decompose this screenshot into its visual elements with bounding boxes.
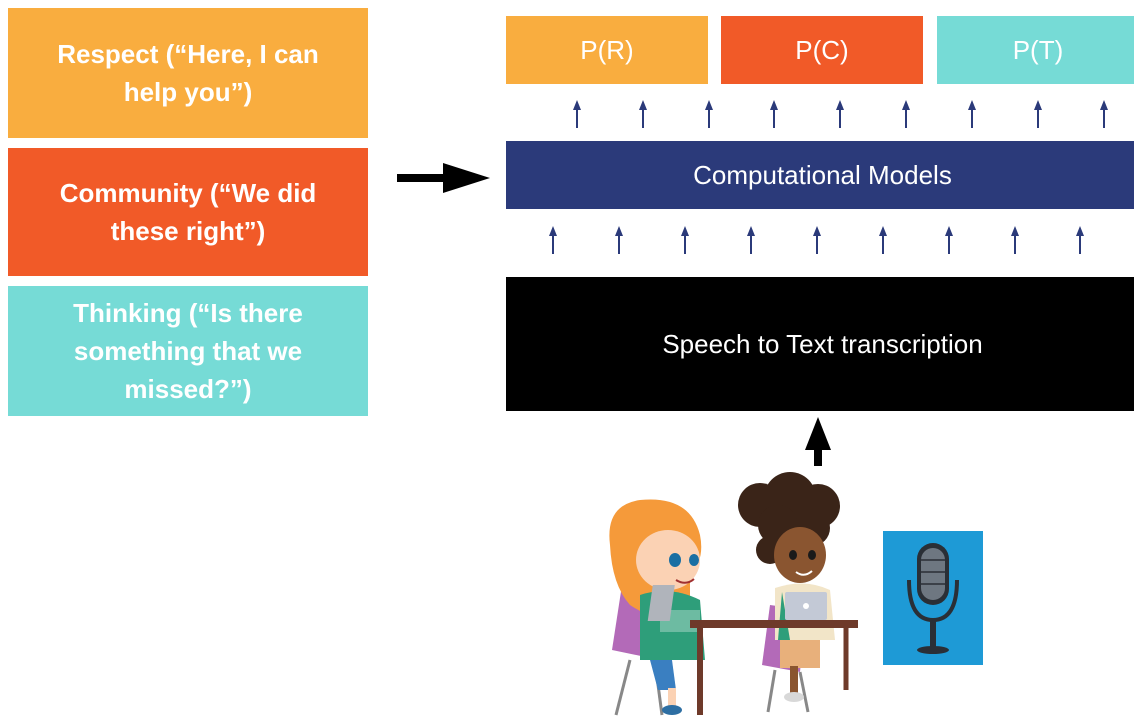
output-p-t: P(T) [937, 16, 1134, 84]
output-p-c: P(C) [721, 16, 923, 84]
small-up-arrow-icon [747, 226, 755, 254]
right-arrow-icon [397, 163, 490, 193]
category-community: Community (“We did these right”) [8, 148, 368, 276]
small-up-arrow-icon [549, 226, 557, 254]
small-up-arrow-icon [1011, 226, 1019, 254]
category-respect-line-2: help you”) [123, 77, 253, 107]
upper-arrow-row [573, 100, 1108, 128]
category-thinking-line-2: something that we [73, 336, 303, 366]
lower-arrow-row [549, 226, 1084, 254]
small-up-arrow-icon [968, 100, 976, 128]
small-up-arrow-icon [681, 226, 689, 254]
small-up-arrow-icon [573, 100, 581, 128]
computational-models-bar: Computational Models [506, 141, 1134, 209]
category-thinking-line-1: Thinking (“Is there [73, 298, 303, 328]
small-up-arrow-icon [879, 226, 887, 254]
small-up-arrow-icon [705, 100, 713, 128]
output-p-r: P(R) [506, 16, 708, 84]
small-up-arrow-icon [836, 100, 844, 128]
small-up-arrow-icon [945, 226, 953, 254]
small-up-arrow-icon [770, 100, 778, 128]
category-respect-line-1: Respect (“Here, I can [57, 39, 319, 69]
category-community-line-1: Community (“We did [59, 178, 317, 208]
category-thinking-line-3: missed?”) [124, 374, 252, 404]
microphone-icon [883, 531, 983, 665]
children-at-laptops-icon [609, 472, 858, 716]
category-respect: Respect (“Here, I can help you”) [8, 8, 368, 138]
small-up-arrow-icon [1034, 100, 1042, 128]
speech-to-text-box: Speech to Text transcription [506, 277, 1134, 411]
small-up-arrow-icon [639, 100, 647, 128]
small-up-arrow-icon [902, 100, 910, 128]
small-up-arrow-icon [813, 226, 821, 254]
category-thinking: Thinking (“Is there something that we mi… [8, 286, 368, 416]
small-up-arrow-icon [615, 226, 623, 254]
small-up-arrow-icon [1076, 226, 1084, 254]
up-arrow-icon [805, 417, 831, 466]
small-up-arrow-icon [1100, 100, 1108, 128]
category-community-line-2: these right”) [110, 216, 266, 246]
